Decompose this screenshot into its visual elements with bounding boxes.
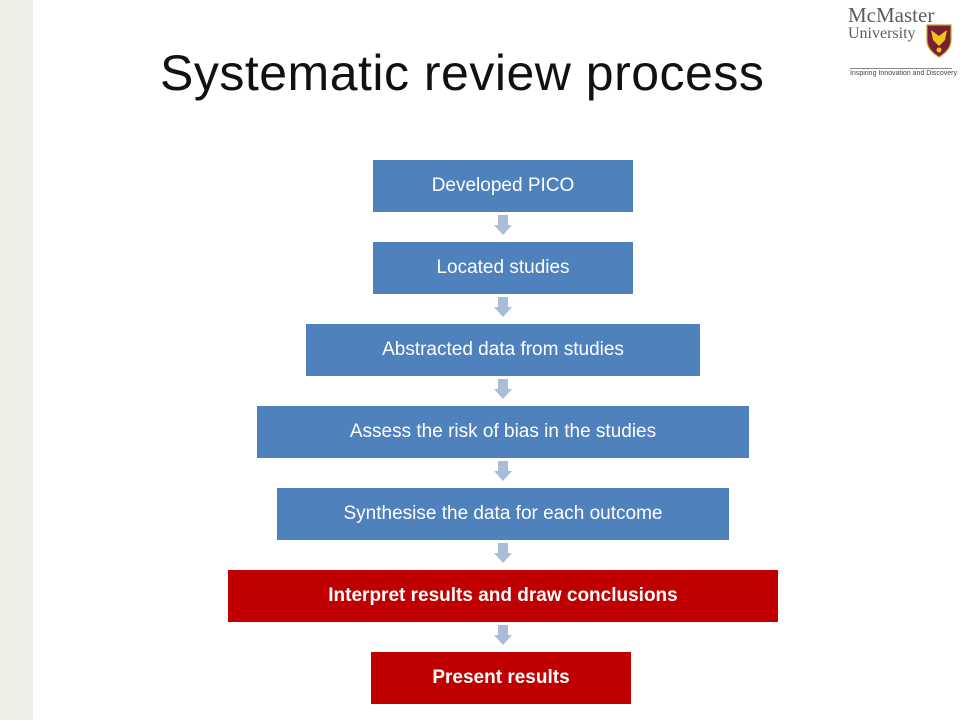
arrow-down-icon [494, 543, 512, 563]
step-developed-pico: Developed PICO [373, 160, 633, 212]
logo-name-line1: McMaster [848, 3, 935, 27]
arrow-down-icon [494, 625, 512, 645]
arrow-down-icon [494, 379, 512, 399]
arrow-down-icon [494, 297, 512, 317]
step-synthesise-data: Synthesise the data for each outcome [277, 488, 729, 540]
logo-divider [850, 68, 952, 69]
step-assess-risk-of-bias: Assess the risk of bias in the studies [257, 406, 749, 458]
university-logo: McMaster University Inspiring Innovation… [848, 3, 957, 84]
step-present-results: Present results [371, 652, 631, 704]
step-abstracted-data: Abstracted data from studies [306, 324, 700, 376]
step-located-studies: Located studies [373, 242, 633, 294]
slide-title: Systematic review process [160, 45, 765, 101]
arrow-down-icon [494, 461, 512, 481]
left-side-bar [0, 0, 33, 720]
step-interpret-results: Interpret results and draw conclusions [228, 570, 778, 622]
logo-tagline: Inspiring Innovation and Discovery [850, 70, 958, 77]
arrow-down-icon [494, 215, 512, 235]
crest-icon [926, 24, 952, 58]
logo-name-line2: University [848, 25, 916, 42]
